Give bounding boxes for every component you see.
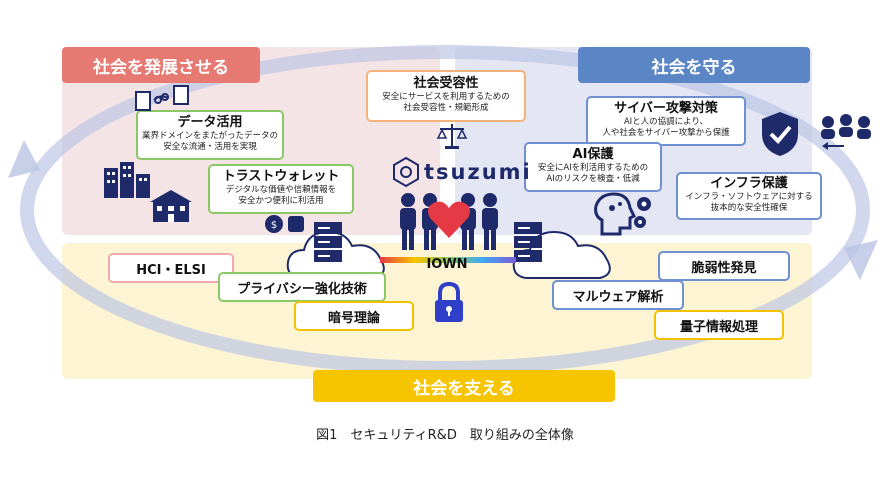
tsuzumi-logo-icon xyxy=(393,156,419,188)
malware-tag: マルウェア解析 xyxy=(552,280,684,310)
data-use-desc-1: 業界ドメインをまたがったデータの xyxy=(141,131,278,141)
acceptance-title: 社会受容性 xyxy=(413,76,479,91)
document-link-icon xyxy=(135,85,189,111)
trust-wallet-title: トラストウォレット xyxy=(222,169,340,184)
ai-security-card: AI保護 安全にAIを利活用するための AIのリスクを検査・低減 xyxy=(524,142,662,192)
acceptance-desc-1: 安全にサービスを利用するための xyxy=(382,92,510,102)
buildings-icon xyxy=(104,162,150,198)
data-use-title: データ活用 xyxy=(177,115,243,130)
infra-title: インフラ保護 xyxy=(710,176,788,191)
figure-caption: 図1 セキュリティR&D 取り組みの全体像 xyxy=(316,428,574,443)
team-users-icon xyxy=(821,114,871,150)
trust-wallet-card: トラストウォレット デジタルな価値や信頼情報を 安全かつ便利に利活用 xyxy=(208,164,354,214)
trust-wallet-desc-2: 安全かつ便利に利活用 xyxy=(238,196,324,206)
lock-icon xyxy=(435,282,463,322)
hci-elsi-tag: HCI・ELSI xyxy=(108,253,234,283)
school-building-icon xyxy=(150,190,192,222)
ai-security-desc-2: AIのリスクを検査・低減 xyxy=(546,174,640,184)
data-use-card: データ活用 業界ドメインをまたがったデータの 安全な流通・活用を実現 xyxy=(136,110,284,160)
trust-wallet-desc-1: デジタルな価値や信頼情報を xyxy=(225,185,337,195)
support-banner: 社会を支える xyxy=(313,370,615,402)
ai-head-gear-icon xyxy=(594,192,651,236)
cyber-attack-desc-2: 人や社会をサイバー攻撃から保護 xyxy=(602,128,730,138)
quantum-tag: 量子情報処理 xyxy=(654,310,784,340)
left-cloud-server-icon xyxy=(286,222,385,279)
iown-label: IOWN xyxy=(426,257,468,272)
acceptance-card: 社会受容性 安全にサービスを利用するための 社会受容性・規範形成 xyxy=(366,70,526,122)
ai-security-title: AI保護 xyxy=(572,147,614,162)
iown-rainbow-link xyxy=(380,257,516,263)
privacy-tech-tag: プライバシー強化技術 xyxy=(218,272,386,302)
ai-security-desc-1: 安全にAIを利活用するための xyxy=(537,163,649,173)
crypto-theory-tag: 暗号理論 xyxy=(294,301,414,331)
money-bag-icon: $ xyxy=(265,215,304,233)
cyber-attack-desc-1: AIと人の協調により、 xyxy=(623,117,709,127)
acceptance-desc-2: 社会受容性・規範形成 xyxy=(403,103,489,113)
vulnerability-tag: 脆弱性発見 xyxy=(658,251,790,281)
tsuzumi-logo-text: tsuzumi xyxy=(424,160,532,184)
people-heart-icon xyxy=(400,193,498,250)
svg-text:$: $ xyxy=(271,220,277,231)
shield-check-icon xyxy=(762,112,798,156)
balance-scale-icon xyxy=(436,124,468,149)
develop-banner: 社会を発展させる xyxy=(62,47,260,83)
cyber-attack-title: サイバー攻撃対策 xyxy=(614,101,718,116)
protect-banner: 社会を守る xyxy=(578,47,810,83)
infra-desc-1: インフラ・ソフトウェアに対する xyxy=(685,192,813,202)
data-use-desc-2: 安全な流通・活用を実現 xyxy=(163,142,257,152)
infra-card: インフラ保護 インフラ・ソフトウェアに対する 抜本的な安全性確保 xyxy=(676,172,822,220)
infra-desc-2: 抜本的な安全性確保 xyxy=(710,203,788,213)
cyber-attack-card: サイバー攻撃対策 AIと人の協調により、 人や社会をサイバー攻撃から保護 xyxy=(586,96,746,146)
right-cloud-server-icon xyxy=(512,222,611,279)
